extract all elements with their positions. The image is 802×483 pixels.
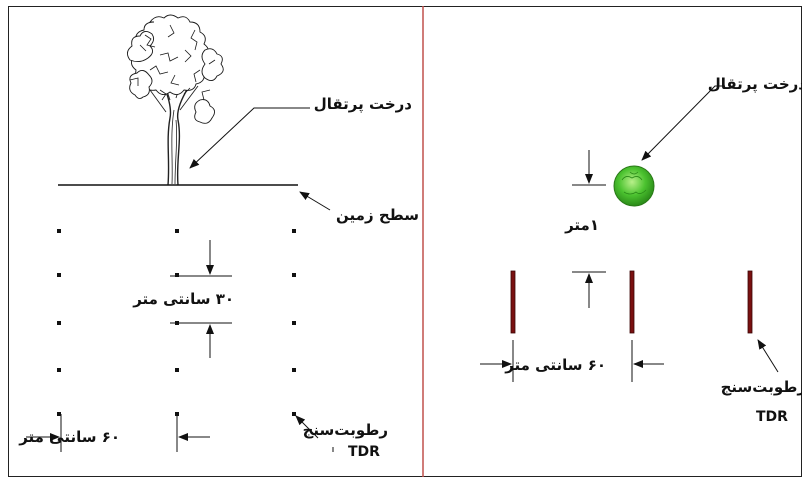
dim-horizontal-60-left bbox=[26, 414, 210, 452]
dim-vertical-30 bbox=[170, 240, 232, 358]
sensor-type-right: TDR bbox=[756, 409, 788, 425]
tree-label-right: درخت پرتقال bbox=[707, 75, 802, 93]
tree-side-view-icon bbox=[127, 14, 224, 186]
sensor-label-right: رطوبت‌سنج bbox=[720, 378, 802, 396]
distance-label: ۱متر bbox=[565, 216, 599, 234]
sensor-type-left: TDR bbox=[348, 444, 380, 460]
ground-label: سطح زمین bbox=[336, 206, 419, 224]
tree-leader-left bbox=[189, 107, 310, 169]
vertical-spacing-label: ۳۰ سانتی متر bbox=[133, 290, 234, 308]
dim-1m bbox=[572, 150, 606, 308]
horizontal-spacing-label-left: ۶۰ سانتی متر bbox=[19, 428, 120, 446]
horizontal-spacing-label-right: ۶۰ سانتی متر bbox=[505, 356, 606, 374]
tree-leader-right bbox=[641, 85, 725, 161]
tdr-probes bbox=[510, 270, 753, 334]
dim-horizontal-60-right bbox=[480, 340, 664, 382]
sensor-leader-left bbox=[295, 415, 319, 439]
outer-frame bbox=[8, 6, 802, 477]
sensor-label-left: رطوبت‌سنج bbox=[302, 421, 388, 439]
sensor-leader-right bbox=[757, 339, 779, 373]
ground-leader bbox=[299, 191, 331, 211]
tree-label-left: درخت پرتقال bbox=[313, 95, 412, 113]
tree-top-view-icon bbox=[613, 165, 655, 207]
